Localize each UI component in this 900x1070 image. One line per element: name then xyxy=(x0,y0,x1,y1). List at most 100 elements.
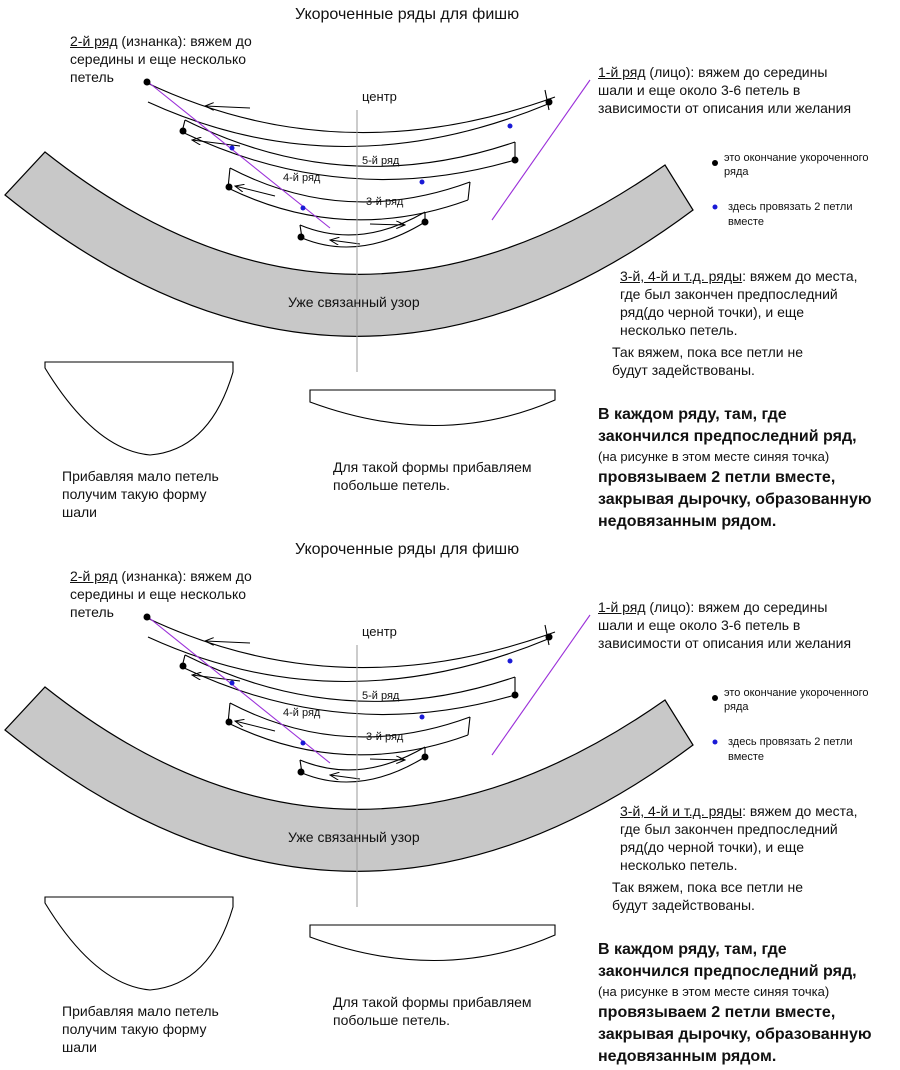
few-stitches-caption: получим такую форму xyxy=(62,1021,207,1037)
row-end-dot xyxy=(511,156,519,164)
row-4-strip xyxy=(229,702,471,738)
row-1-strip xyxy=(144,81,556,134)
instruction-note: (на рисунке в этом месте синяя точка) xyxy=(598,449,830,464)
row-1-strip xyxy=(147,101,549,147)
row-1-strip xyxy=(144,616,556,669)
row-2-note-line: середины и еще несколько xyxy=(70,51,247,67)
shape-few-stitches xyxy=(44,361,234,456)
row-2-note-line: середины и еще несколько xyxy=(70,586,247,602)
instruction-bold: закрывая дырочку, образованную xyxy=(598,1026,872,1043)
legend-black-text: ряда xyxy=(724,166,749,178)
row-2-note: 2-й ряд (изнанка): вяжем до xyxy=(70,33,252,49)
shape-more-stitches xyxy=(309,924,556,962)
row-3-strip xyxy=(299,211,426,236)
row-4-label: 4-й ряд xyxy=(283,172,321,184)
row-end-dot xyxy=(179,127,187,135)
row-1-note-line: зависимости от описания или желания xyxy=(598,100,852,116)
knitted-band-label: Уже связанный узор xyxy=(288,829,420,845)
center-label: центр xyxy=(362,89,397,104)
rows-3-4-note-line: несколько петель. xyxy=(620,857,738,873)
knit-together-dot xyxy=(507,658,513,664)
legend-blue-text: вместе xyxy=(728,751,764,763)
row-end-dot xyxy=(545,633,553,641)
rows-3-4-note-line: ряд(до черной точки), и еще xyxy=(620,304,805,320)
pointer-line-row-1 xyxy=(491,614,591,756)
row-end-dot xyxy=(179,662,187,670)
row-1-note-line: шали и еще около 3-6 петель в xyxy=(598,617,801,633)
legend-blue-text: здесь провязать 2 петли xyxy=(728,201,853,213)
row-1-note: 1-й ряд (лицо): вяжем до середины xyxy=(598,64,828,80)
row-3-strip xyxy=(299,746,426,771)
rows-3-4-note: 3-й, 4-й и т.д. ряды: вяжем до места, xyxy=(620,803,858,819)
row-end-dot xyxy=(421,753,429,761)
row-end-dot xyxy=(421,218,429,226)
knitted-band xyxy=(4,686,694,872)
diagram-title: Укороченные ряды для фишю xyxy=(295,6,520,23)
knit-together-dot xyxy=(300,740,306,746)
knit-together-dot xyxy=(419,179,425,185)
legend-blue-dot xyxy=(712,739,718,745)
row-end-dot xyxy=(143,78,151,86)
row-2-strip xyxy=(184,119,516,167)
instruction-bold: закончился предпоследний ряд, xyxy=(598,428,857,445)
center-label: центр xyxy=(362,624,397,639)
knit-together-dot xyxy=(419,714,425,720)
more-stitches-caption: Для такой формы прибавляем xyxy=(333,994,532,1010)
rows-3-4-note-line: несколько петель. xyxy=(620,322,738,338)
instruction-bold: закрывая дырочку, образованную xyxy=(598,491,872,508)
more-stitches-caption: побольше петель. xyxy=(333,477,451,493)
rows-3-4-note-line: Так вяжем, пока все петли не xyxy=(612,344,803,360)
rows-3-4-note: 3-й, 4-й и т.д. ряды: вяжем до места, xyxy=(620,268,858,284)
row-end-dot xyxy=(225,183,233,191)
legend-black-text: ряда xyxy=(724,701,749,713)
pointer-line-row-1 xyxy=(491,79,591,221)
row-1-note-line: шали и еще около 3-6 петель в xyxy=(598,82,801,98)
legend-black-dot xyxy=(712,695,718,701)
row-end-dot xyxy=(225,718,233,726)
legend-black-text: это окончание укороченного xyxy=(724,687,869,699)
few-stitches-caption: шали xyxy=(62,504,98,520)
few-stitches-caption: Прибавляя мало петель xyxy=(62,468,219,484)
few-stitches-caption: получим такую форму xyxy=(62,486,207,502)
few-stitches-caption: Прибавляя мало петель xyxy=(62,1003,219,1019)
legend-blue-dot xyxy=(712,204,718,210)
knit-together-dot xyxy=(507,123,513,129)
instruction-bold: В каждом ряду, там, где xyxy=(598,941,787,958)
instruction-bold: недовязанным рядом. xyxy=(598,513,777,530)
instruction-bold: В каждом ряду, там, где xyxy=(598,406,787,423)
row-5-label: 5-й ряд xyxy=(362,155,400,167)
knitted-band-label: Уже связанный узор xyxy=(288,294,420,310)
row-4-strip xyxy=(229,167,471,203)
row-2-note-line: петель xyxy=(70,69,114,85)
few-stitches-caption: шали xyxy=(62,1039,98,1055)
more-stitches-caption: побольше петель. xyxy=(333,1012,451,1028)
row-3-label: 3-й ряд xyxy=(366,731,404,743)
short-rows-panel-1: Укороченные ряды для фишю 2-й ряд (изнан… xyxy=(4,6,872,530)
row-end-dot xyxy=(511,691,519,699)
knit-together-dot xyxy=(300,205,306,211)
pointer-line-row-2 xyxy=(147,81,331,229)
legend-blue-text: здесь провязать 2 петли xyxy=(728,736,853,748)
row-2-note: 2-й ряд (изнанка): вяжем до xyxy=(70,568,252,584)
more-stitches-caption: Для такой формы прибавляем xyxy=(333,459,532,475)
instruction-bold: закончился предпоследний ряд, xyxy=(598,963,857,980)
knit-together-dot xyxy=(229,145,235,151)
short-rows-panel-2: Укороченные ряды для фишю 2-й ряд (изнан… xyxy=(0,535,900,1070)
instruction-bold: провязываем 2 петли вместе, xyxy=(598,1004,836,1021)
legend-blue-text: вместе xyxy=(728,216,764,228)
row-2-strip xyxy=(184,654,516,702)
knitted-band xyxy=(4,151,694,337)
knit-together-dot xyxy=(229,680,235,686)
row-end-dot xyxy=(297,768,305,776)
shape-more-stitches xyxy=(309,389,556,427)
diagram-title: Укороченные ряды для фишю xyxy=(295,541,520,558)
legend-black-text: это окончание укороченного xyxy=(724,152,869,164)
instruction-bold: недовязанным рядом. xyxy=(598,1048,777,1065)
row-end-dot xyxy=(143,613,151,621)
rows-3-4-note-line: ряд(до черной точки), и еще xyxy=(620,839,805,855)
legend-black-dot xyxy=(712,160,718,166)
row-2-note-line: петель xyxy=(70,604,114,620)
row-1-note-line: зависимости от описания или желания xyxy=(598,635,852,651)
instruction-bold: провязываем 2 петли вместе, xyxy=(598,469,836,486)
shape-few-stitches xyxy=(44,896,234,991)
